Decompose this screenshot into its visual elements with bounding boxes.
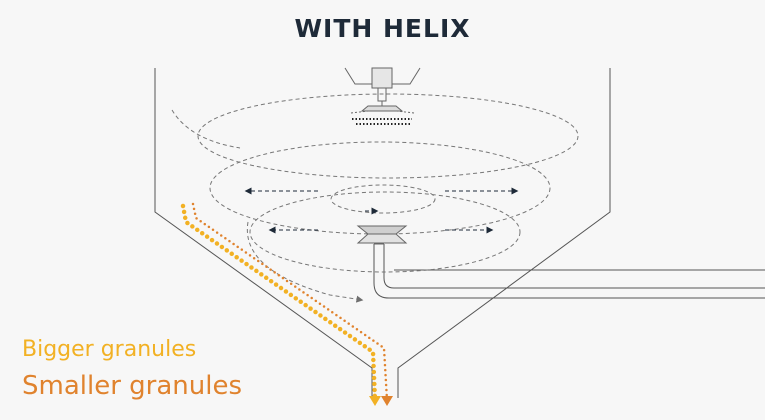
legend-smaller-granules: Smaller granules — [22, 371, 243, 401]
diagram-title: WITH HELIX — [294, 14, 471, 43]
arrow-right-icon — [445, 187, 519, 234]
helix-rotor-icon — [356, 225, 408, 245]
spray-nozzle-icon — [344, 67, 421, 125]
vessel-outline — [154, 68, 611, 398]
smaller-granules-path — [191, 202, 393, 406]
arrow-left-icon — [244, 187, 318, 234]
drive-shaft — [373, 244, 765, 299]
legend-bigger-granules: Bigger granules — [22, 337, 197, 362]
bigger-granules-path — [180, 203, 381, 406]
